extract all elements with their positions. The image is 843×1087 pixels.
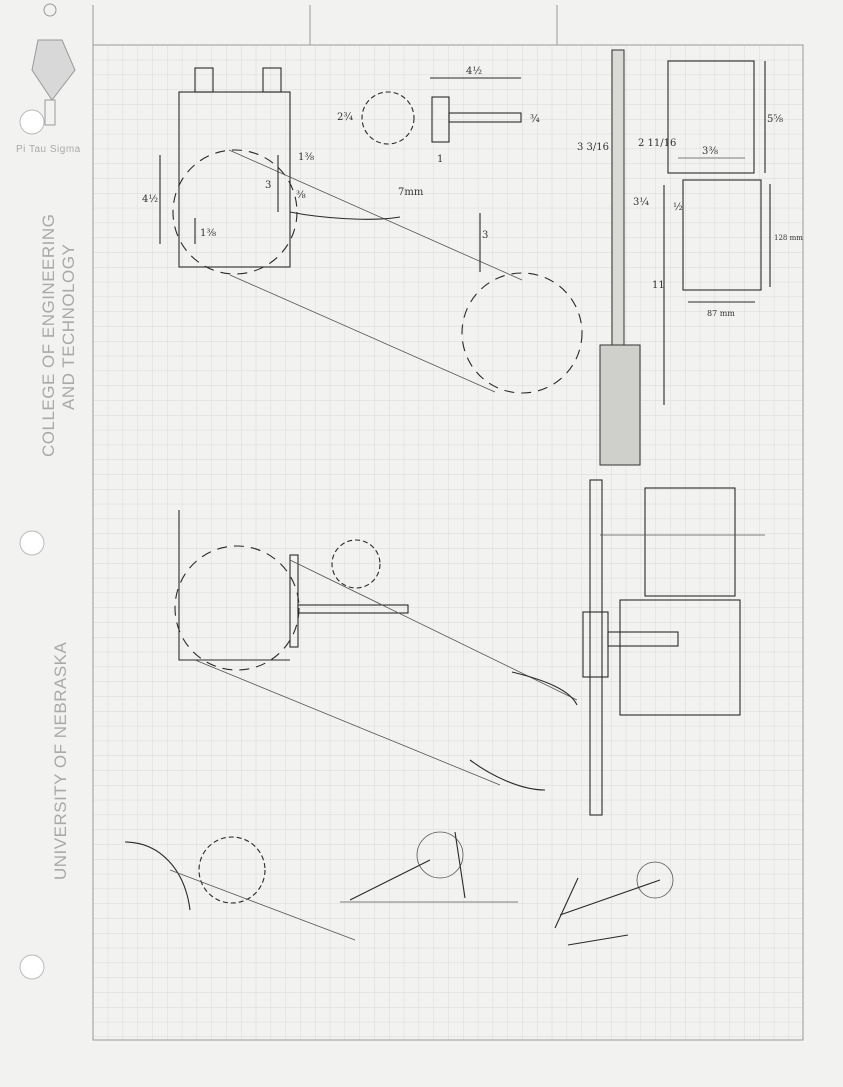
motor-side-view [159,67,583,394]
assembly-sketch-middle [174,510,578,791]
dim-shaft-mm: 7mm [398,187,424,198]
college-line-2: AND TECHNOLOGY [59,244,78,410]
bottom-sketches [124,831,674,946]
assembly-sketch-right [582,479,765,816]
college-line-1: COLLEGE OF ENGINEERING [39,214,58,457]
dim-shaft-gap: ⅜ [296,190,306,201]
dim-shaft-length: 4½ [466,66,482,77]
dim-motor-height: 4½ [142,194,158,205]
dim-hub-width: 1 [437,154,443,165]
society-name: Pi Tau Sigma [16,144,81,155]
header-row [92,5,558,45]
binder-holes [19,109,45,980]
dim-plate-width: 87 mm [707,309,735,318]
dim-motor-small: 1⅜ [200,228,216,239]
dim-motor-offset: 3 [265,180,271,191]
dim-plate-height: 128 mm [774,234,803,242]
dim-shaft-dia: ¾ [530,114,540,125]
dim-pulley-drop: 3 [482,230,488,241]
dim-plate-gap: ½ [673,202,683,213]
pi-tau-sigma-logo [31,3,76,126]
grid-area [92,44,804,1041]
university-name: UNIVERSITY OF NEBRASKA [51,641,70,880]
dim-motor-top: 1⅜ [298,152,314,163]
dim-wheel-offset: 3 3/16 [577,142,609,153]
dim-pulley-dia: 2¾ [337,112,353,123]
dim-box-width: 3⅜ [702,146,718,157]
dim-bracket-height: 2 11/16 [638,138,676,149]
dim-box-height: 5⅝ [767,114,783,125]
dim-vertical-length: 11 [652,280,665,291]
box-and-plate-views [599,49,771,466]
pulley-shaft-detail [361,77,522,145]
dim-axle-offset: 3¼ [633,197,649,208]
